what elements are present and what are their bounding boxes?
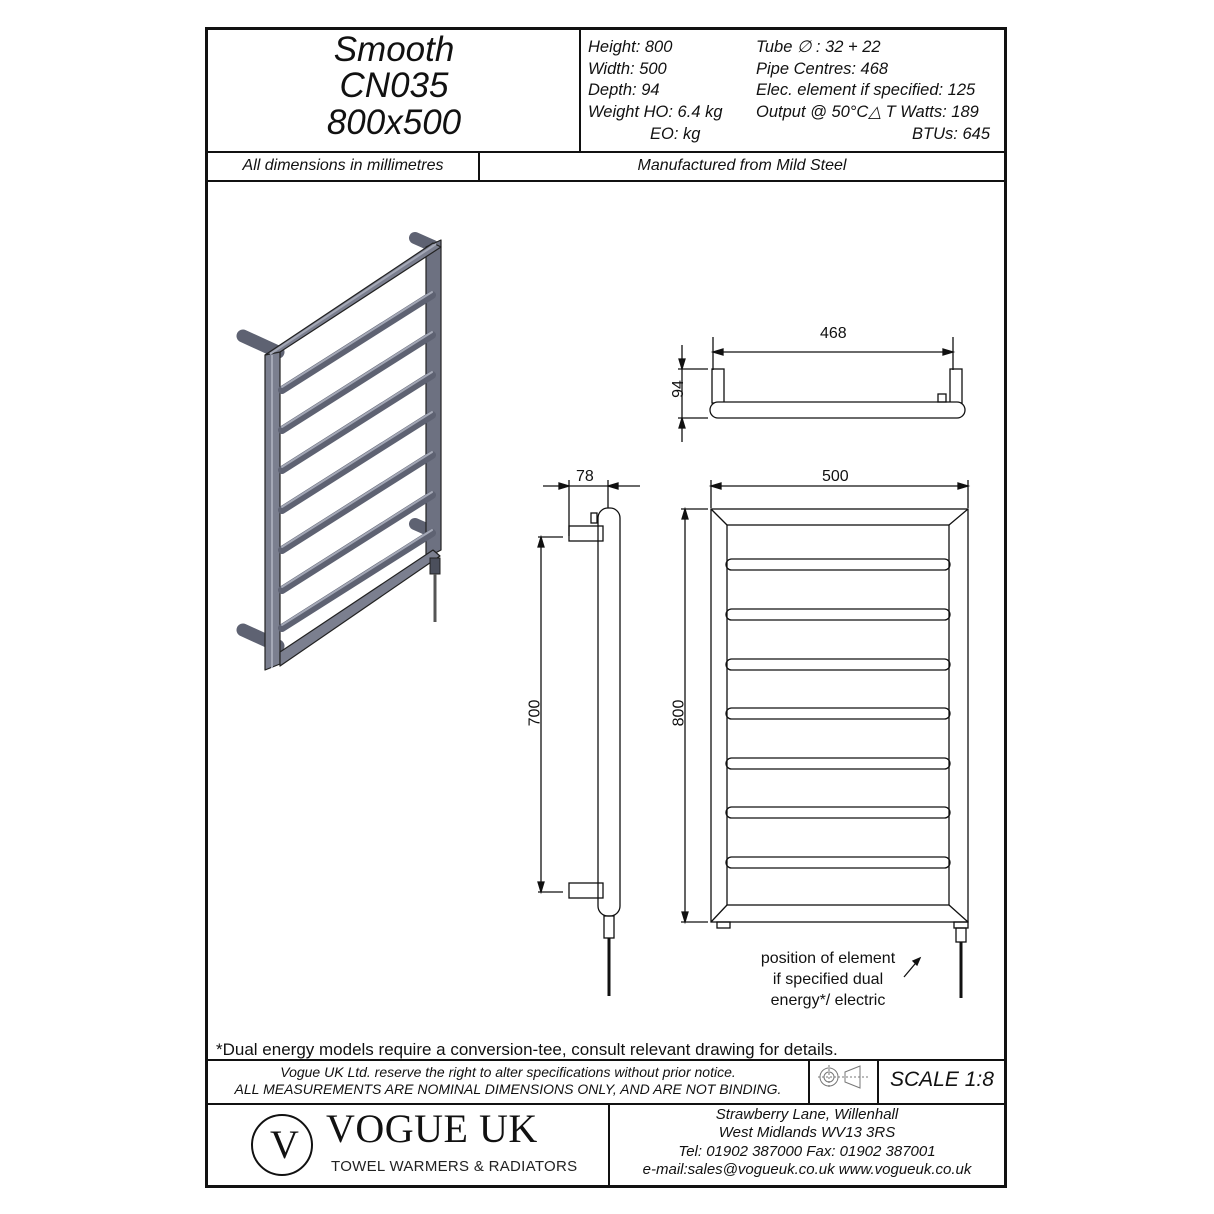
notice-line-2: ALL MEASUREMENTS ARE NOMINAL DIMENSIONS …: [234, 1081, 782, 1097]
drawing-sheet: Smooth CN035 800x500 Height: 800 Width: …: [205, 27, 1007, 1188]
brand-name: VOGUE UK: [326, 1106, 538, 1151]
dim-height: 800: [670, 699, 688, 727]
brand-tagline: TOWEL WARMERS & RADIATORS: [331, 1158, 578, 1175]
scale-label: SCALE 1:8: [890, 1068, 994, 1091]
footer-rule-2: [208, 1103, 1004, 1105]
spec-weight-ho: Weight HO: 6.4 kg: [588, 103, 723, 121]
material-note: Manufactured from Mild Steel: [637, 157, 847, 174]
units-note: All dimensions in millimetres: [242, 157, 444, 174]
front-bars: [725, 558, 951, 869]
iso-bars: [278, 291, 436, 632]
spec-output-watts: Output @ 50°C△ T Watts: 189: [756, 103, 979, 121]
logo-letter: V: [270, 1122, 300, 1167]
spec-pipe-centres: Pipe Centres: 468: [756, 60, 889, 78]
product-size: 800x500: [326, 103, 462, 142]
logo-circle-icon: [251, 1114, 313, 1176]
notice-line-1: Vogue UK Ltd. reserve the right to alter…: [280, 1064, 736, 1080]
spec-depth: Depth: 94: [588, 81, 660, 99]
third-angle-projection-icon: [818, 1065, 868, 1089]
footer-divider-2: [877, 1059, 879, 1104]
iso-element: [429, 557, 441, 622]
header-row2-divider: [478, 152, 480, 182]
spec-btus: BTUs: 645: [912, 125, 990, 143]
dim-width: 500: [822, 468, 849, 485]
dim-depth-top: 94: [669, 380, 687, 398]
spec-element: Elec. element if specified: 125: [756, 81, 976, 99]
spec-weight-eo: EO: kg: [650, 125, 701, 143]
spec-tube: Tube ∅ : 32 + 22: [756, 38, 881, 56]
dim-fixing-centres: 700: [526, 699, 544, 727]
header-bottom-rule: [208, 180, 1004, 182]
header-divider: [579, 30, 581, 152]
top-view: [678, 337, 966, 442]
product-code: CN035: [339, 66, 449, 105]
isometric-view: [236, 232, 971, 1089]
footer-rule-1: [208, 1059, 1004, 1061]
footer-divider-3: [608, 1103, 610, 1188]
footer-divider-1: [808, 1059, 810, 1104]
product-name: Smooth: [333, 30, 455, 69]
spec-height: Height: 800: [588, 38, 673, 56]
spec-width: Width: 500: [588, 60, 667, 78]
header-rule: [208, 151, 1004, 153]
dim-pipe-centres: 468: [820, 325, 847, 342]
side-view: [537, 480, 640, 996]
dim-depth-side: 78: [576, 468, 594, 485]
front-view: [681, 480, 971, 998]
dual-energy-note: *Dual energy models require a conversion…: [216, 1040, 838, 1059]
